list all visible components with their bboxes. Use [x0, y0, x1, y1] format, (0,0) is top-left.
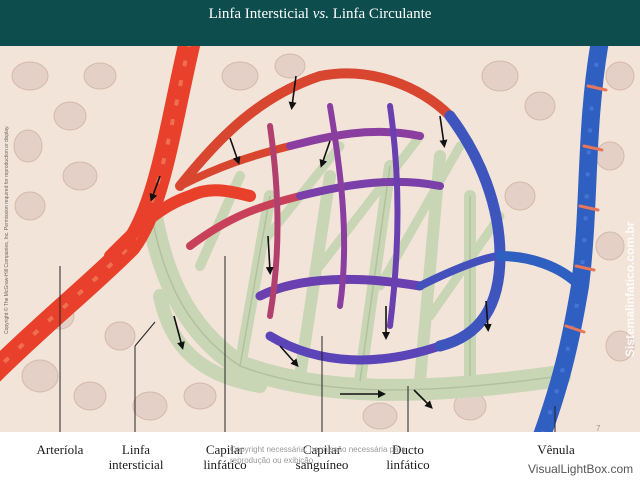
lymph-network-shading [149, 165, 561, 391]
label-venula: Vênula [537, 442, 575, 457]
flow-arrows [149, 75, 492, 409]
title-vs: vs. [312, 6, 329, 22]
lymph-diagram [0, 46, 640, 432]
tissue-cells [11, 53, 635, 430]
copyright-vertical: Copyright © The McGraw-Hill Companies, I… [4, 125, 10, 334]
page-title: Linfa Intersticial vs. Linfa Circulante [0, 6, 640, 23]
header-bar [0, 0, 640, 46]
venule-vessel [533, 46, 609, 432]
watermark-visuallightbox[interactable]: VisualLightBox.com [528, 462, 634, 476]
label-arteriola: Arteríola [36, 442, 84, 457]
title-part-1: Linfa Intersticial [208, 6, 313, 22]
venule-valve-marks [564, 84, 608, 334]
watermark-center: Copyright necessária: permissão necessár… [230, 445, 406, 465]
title-part-2: Linfa Circulante [328, 6, 432, 22]
label-leader-lines [59, 256, 556, 432]
watermark-site-vertical: Sistemalinfatico.com.br [623, 221, 637, 357]
blood-capillary-network [175, 68, 506, 365]
arteriole-branch [104, 184, 256, 262]
arteriole-highlight [0, 46, 191, 369]
venule-branch [495, 251, 585, 291]
page-number: 7 [596, 424, 601, 433]
